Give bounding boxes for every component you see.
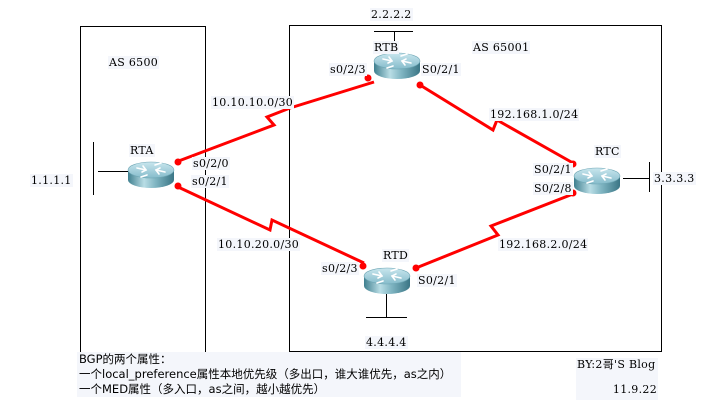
rtc-name-label: RTC xyxy=(594,145,621,158)
rta-loopback-label: 1.1.1.1 xyxy=(30,174,73,187)
as-65001-box xyxy=(289,25,662,352)
link-rtb-rtc xyxy=(419,83,574,165)
rtc-loopback-label: 3.3.3.3 xyxy=(653,172,696,185)
rtb-loopback-label: 2.2.2.2 xyxy=(370,8,413,21)
loopback-lines xyxy=(93,31,650,318)
router-rta-icon[interactable] xyxy=(127,161,175,189)
network-10-10-20-0-label: 10.10.20.0/30 xyxy=(217,238,301,251)
credit-author: BY:2哥'S Blog xyxy=(576,358,658,380)
interface-dots xyxy=(174,74,577,272)
link-rta-rtb xyxy=(175,80,375,164)
rtb-name-label: RTB xyxy=(373,41,400,54)
notes-line-local-preference: 一个local_preference属性本地优先级（多出口，谁大谁优先，as之内… xyxy=(77,367,461,382)
credit-date: 11.9.22 xyxy=(576,380,658,400)
rtd-name-label: RTD xyxy=(382,249,410,262)
dot-rtb-s0-2-1 xyxy=(416,81,424,89)
rtc-if-s0-2-1-label: S0/2/1 xyxy=(533,163,573,176)
as-65001-label: AS 65001 xyxy=(472,41,531,54)
dot-rta-s0-2-0 xyxy=(174,158,182,166)
rta-if-s0-2-1-label: s0/2/1 xyxy=(191,175,229,188)
link-rtd-rtc xyxy=(415,192,574,270)
network-192-168-1-0-label: 192.168.1.0/24 xyxy=(489,108,580,121)
rta-name-label: RTA xyxy=(129,144,155,157)
as-6500-label: AS 6500 xyxy=(108,56,160,69)
dot-rtb-s0-2-3 xyxy=(364,74,372,82)
router-rtd-icon[interactable] xyxy=(363,267,411,295)
network-10-10-10-0-label: 10.10.10.0/30 xyxy=(211,96,295,109)
dot-rtd-s0-2-1 xyxy=(412,264,420,272)
link-rta-rtd xyxy=(175,184,365,265)
rtd-loopback-label: 4.4.4.4 xyxy=(365,336,408,349)
notes-line-med: 一个MED属性（多入口，as之间，越小越优先） xyxy=(77,382,461,397)
rtb-if-s0-2-1-label: S0/2/1 xyxy=(421,63,461,76)
rtd-if-s0-2-3-label: s0/2/3 xyxy=(321,262,359,275)
router-rtb-icon[interactable] xyxy=(373,52,421,80)
router-rtc-icon[interactable] xyxy=(573,167,621,195)
rtb-if-s0-2-3-label: s0/2/3 xyxy=(329,63,367,76)
network-192-168-2-0-label: 192.168.2.0/24 xyxy=(498,238,589,251)
notes-title: BGP的两个属性： xyxy=(77,352,461,367)
rtc-if-s0-2-8-label: S0/2/8 xyxy=(533,182,573,195)
rtd-if-s0-2-1-label: S0/2/1 xyxy=(417,274,457,287)
dot-rtd-s0-2-3 xyxy=(359,262,367,270)
rta-if-s0-2-0-label: s0/2/0 xyxy=(192,157,230,170)
dot-rta-s0-2-1 xyxy=(174,182,182,190)
